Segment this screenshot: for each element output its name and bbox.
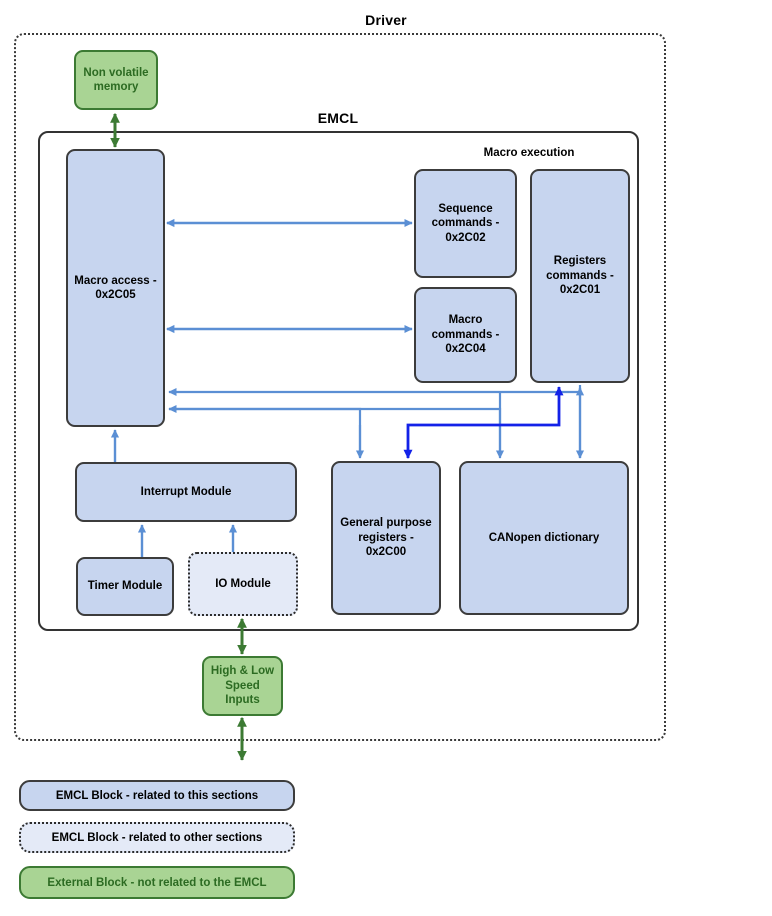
emcl-boundary — [38, 131, 639, 631]
driver-title: Driver — [365, 12, 407, 28]
node-sequence-commands[interactable]: Sequence commands - 0x2C02 — [414, 169, 517, 278]
legend-item-emcl-other-sections[interactable]: EMCL Block - related to other sections — [19, 822, 295, 853]
macro-execution-label: Macro execution — [483, 147, 575, 159]
node-macro-commands[interactable]: Macro commands - 0x2C04 — [414, 287, 517, 383]
node-high-low-speed-inputs[interactable]: High & Low Speed Inputs — [202, 656, 283, 716]
node-macro-access[interactable]: Macro access - 0x2C05 — [66, 149, 165, 427]
node-general-purpose-registers[interactable]: General purpose registers - 0x2C00 — [331, 461, 441, 615]
legend-item-external-block[interactable]: External Block - not related to the EMCL — [19, 866, 295, 899]
node-canopen-dictionary[interactable]: CANopen dictionary — [459, 461, 629, 615]
node-non-volatile-memory[interactable]: Non volatile memory — [74, 50, 158, 110]
legend-item-emcl-this-section[interactable]: EMCL Block - related to this sections — [19, 780, 295, 811]
node-timer-module[interactable]: Timer Module — [76, 557, 174, 616]
node-io-module[interactable]: IO Module — [188, 552, 298, 616]
driver-boundary — [14, 33, 666, 741]
node-registers-commands[interactable]: Registers commands - 0x2C01 — [530, 169, 630, 383]
node-interrupt-module[interactable]: Interrupt Module — [75, 462, 297, 522]
emcl-title: EMCL — [317, 110, 359, 126]
